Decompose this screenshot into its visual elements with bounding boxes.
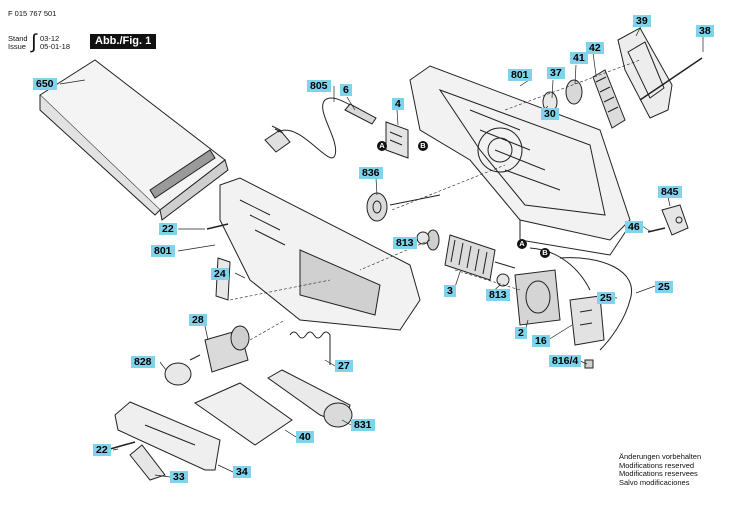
marker-b-lower: B xyxy=(540,248,550,258)
part-label-3: 3 xyxy=(444,285,456,297)
tension-lever-831 xyxy=(267,369,353,428)
brush-holder-16 xyxy=(569,295,605,346)
modification-notes: Änderungen vorbehalten Modifications res… xyxy=(619,452,702,487)
part-label-25-left: 25 xyxy=(597,292,615,304)
power-cable-805 xyxy=(264,97,377,159)
part-label-2: 2 xyxy=(515,327,527,339)
plate-40 xyxy=(193,382,293,446)
part-label-27: 27 xyxy=(335,360,353,372)
dust-bag-650 xyxy=(39,59,229,221)
screw-38 xyxy=(639,57,703,101)
screw-46 xyxy=(647,227,666,233)
part-label-22-upper: 22 xyxy=(159,223,177,235)
brush-816-4 xyxy=(584,359,594,369)
base-34 xyxy=(114,401,221,471)
housing-right-801 xyxy=(409,65,631,256)
spring-27 xyxy=(289,331,331,365)
bracket-33 xyxy=(129,444,166,481)
part-label-801-lower: 801 xyxy=(151,245,175,257)
marker-a-lower: A xyxy=(517,239,527,249)
part-label-41: 41 xyxy=(570,52,588,64)
part-label-16: 16 xyxy=(532,335,550,347)
stand-value: 03-12 xyxy=(40,34,60,43)
note-es: Salvo modificaciones xyxy=(619,477,690,487)
alignment-lines xyxy=(229,59,641,341)
part-label-836: 836 xyxy=(359,167,383,179)
marker-b-upper: B xyxy=(418,141,428,151)
lever-845 xyxy=(661,204,689,236)
part-label-37: 37 xyxy=(547,67,565,79)
part-label-831: 831 xyxy=(351,419,375,431)
part-label-38: 38 xyxy=(696,25,714,37)
part-label-828: 828 xyxy=(131,356,155,368)
part-label-39: 39 xyxy=(633,15,651,27)
part-label-816-4: 816/4 xyxy=(549,355,582,367)
screw-22-top xyxy=(206,223,229,230)
drive-belt-42 xyxy=(592,69,626,129)
part-label-46: 46 xyxy=(625,221,643,233)
issue-value: 05-01-18 xyxy=(40,42,71,51)
part-label-6: 6 xyxy=(340,84,352,96)
armature-3 xyxy=(426,229,516,281)
part-label-22-lower: 22 xyxy=(93,444,111,456)
belt-cover-39 xyxy=(617,27,673,119)
housing-left-801 xyxy=(219,177,421,331)
marker-a-upper: A xyxy=(377,141,387,151)
pulley-37-41 xyxy=(542,79,583,113)
wire-25b xyxy=(529,247,591,291)
part-label-805: 805 xyxy=(307,80,331,92)
note-fr: Modifications reservees xyxy=(619,469,698,479)
part-label-813-upper: 813 xyxy=(393,237,417,249)
issue-label: Issue xyxy=(8,42,26,51)
field-winding-2 xyxy=(514,269,561,326)
part-label-845: 845 xyxy=(658,186,682,198)
figure-label: Abb./Fig. 1 xyxy=(90,34,157,49)
screw-22-bottom xyxy=(109,441,136,450)
gear-28 xyxy=(189,325,250,373)
header-brace: ∫ xyxy=(31,31,37,53)
part-label-4: 4 xyxy=(392,98,404,110)
wire-25 xyxy=(559,257,633,351)
part-label-24: 24 xyxy=(211,268,229,280)
roller-828 xyxy=(164,362,192,386)
part-label-40: 40 xyxy=(296,431,314,443)
part-label-801-upper: 801 xyxy=(508,69,532,81)
part-label-33: 33 xyxy=(170,471,188,483)
note-de: Änderungen vorbehalten xyxy=(619,452,702,461)
stand-label: Stand xyxy=(8,34,28,43)
part-label-28: 28 xyxy=(189,314,207,326)
drive-pulley-836 xyxy=(366,192,441,222)
part-label-650: 650 xyxy=(33,78,57,90)
note-en: Modifications reserved xyxy=(619,460,695,470)
part-label-30: 30 xyxy=(541,108,559,120)
bearing-813-bottom xyxy=(496,273,510,287)
part-label-34: 34 xyxy=(233,466,251,478)
bearing-813-top xyxy=(416,231,430,245)
part-label-25-right: 25 xyxy=(655,281,673,293)
part-label-813-lower: 813 xyxy=(486,289,510,301)
part-label-42: 42 xyxy=(586,42,604,54)
switch-4 xyxy=(385,121,409,159)
document-number: F 015 767 501 xyxy=(8,9,57,18)
